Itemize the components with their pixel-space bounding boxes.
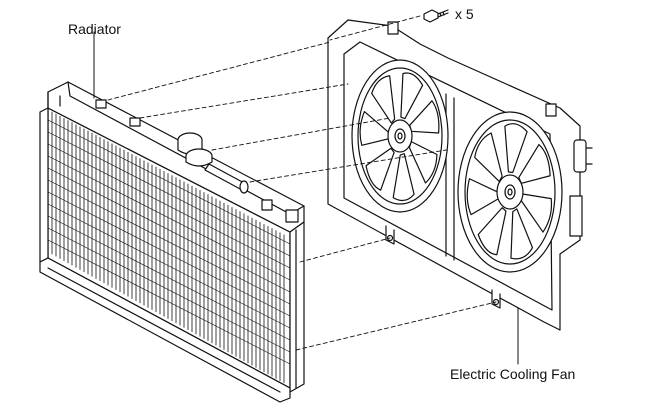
radiator-fins	[51, 111, 285, 384]
radiator-inlet-pipe	[204, 163, 249, 194]
fan-left	[351, 59, 449, 213]
bolt-icon	[423, 9, 449, 23]
fan-left-hub	[387, 119, 413, 153]
fan-right	[457, 111, 563, 273]
alignment-lines	[107, 15, 497, 351]
radiator-label: Radiator	[68, 21, 121, 37]
bolt-quantity-label: x 5	[455, 6, 474, 22]
radiator-assembly	[39, 81, 305, 403]
fan-right-hub	[496, 174, 524, 210]
shroud-bottom-bracket-left	[385, 225, 395, 245]
electric-cooling-fan-label: Electric Cooling Fan	[450, 366, 576, 382]
radiator-tubes	[47, 119, 291, 365]
fan-assembly	[327, 19, 593, 331]
shroud-bottom-bracket-right	[491, 289, 501, 309]
radiator-side-tank	[289, 221, 305, 393]
radiator-cap	[177, 132, 213, 167]
fan-connector	[569, 139, 593, 237]
leader-lines	[93, 31, 519, 365]
